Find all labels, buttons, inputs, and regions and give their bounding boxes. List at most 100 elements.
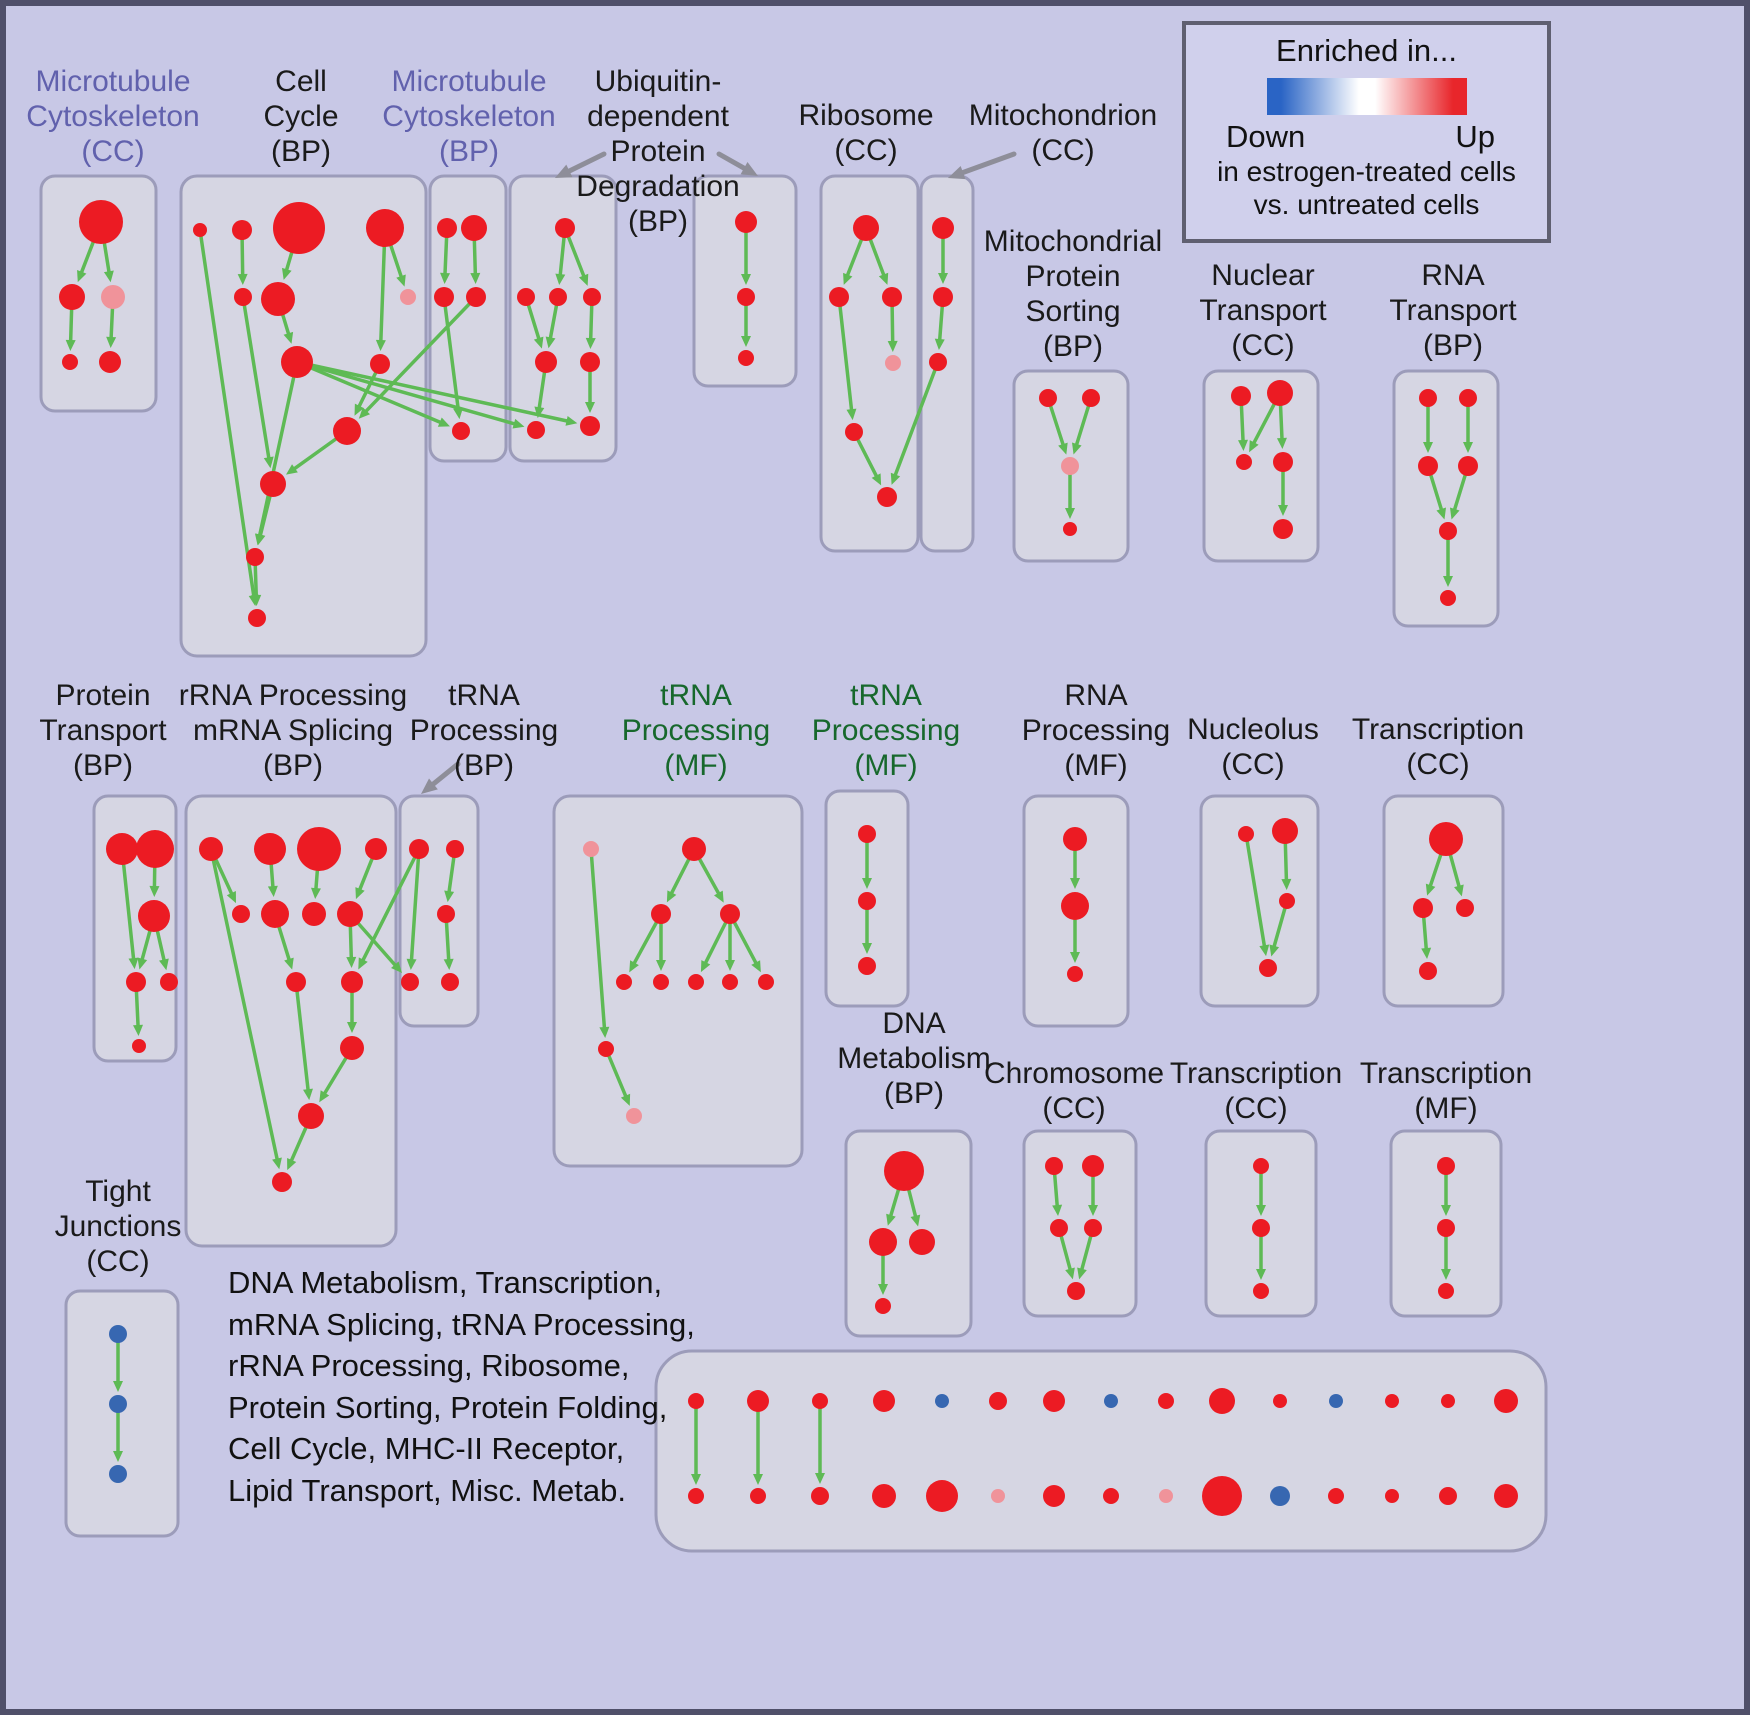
edge-arrow-head bbox=[358, 407, 371, 419]
cluster-label: tRNA Processing (MF) bbox=[811, 679, 961, 782]
go-term-node bbox=[341, 971, 363, 993]
go-term-node bbox=[811, 1487, 829, 1505]
edge-arrow-head bbox=[1259, 944, 1270, 957]
edge-arrow-line bbox=[361, 847, 421, 962]
edge-arrow-head bbox=[1256, 1269, 1266, 1280]
edge-arrow-head bbox=[281, 267, 292, 280]
go-term-node bbox=[1063, 522, 1077, 536]
cluster-box bbox=[844, 1129, 973, 1338]
edge-arrow-head bbox=[391, 961, 403, 974]
go-term-node bbox=[1419, 962, 1437, 980]
go-term-node bbox=[1158, 1393, 1174, 1409]
edge-arrow-head bbox=[1088, 1205, 1098, 1216]
annotation-arrow-head bbox=[740, 162, 758, 176]
go-term-node bbox=[1494, 1389, 1518, 1413]
go-term-node bbox=[273, 202, 325, 254]
go-term-node bbox=[1458, 456, 1478, 476]
go-term-node bbox=[1385, 1489, 1399, 1503]
go-term-node bbox=[1082, 1155, 1104, 1177]
edge-arrow-head bbox=[753, 1474, 763, 1485]
go-term-node bbox=[246, 548, 264, 566]
go-term-node bbox=[688, 1488, 704, 1504]
cluster-label: RNA Processing (MF) bbox=[1021, 679, 1171, 782]
edge-arrow-line bbox=[294, 980, 310, 1091]
edge-arrow-head bbox=[347, 1022, 357, 1033]
go-term-node bbox=[434, 287, 454, 307]
edge-arrow-head bbox=[1454, 884, 1464, 897]
go-term-node bbox=[1084, 1219, 1102, 1237]
edge-arrow-head bbox=[103, 270, 114, 283]
edge-arrow-head bbox=[620, 1093, 631, 1106]
legend-up-label: Up bbox=[1455, 119, 1495, 154]
cluster-box bbox=[428, 174, 508, 463]
edge-arrow-head bbox=[878, 272, 889, 285]
edge-arrow-head bbox=[319, 1090, 330, 1103]
edge-arrow-head bbox=[545, 336, 556, 349]
cluster-box bbox=[1022, 1129, 1138, 1318]
go-term-node bbox=[1273, 452, 1293, 472]
go-term-node bbox=[1236, 454, 1252, 470]
cluster-box bbox=[1392, 369, 1500, 628]
edge-arrow-head bbox=[346, 956, 357, 969]
edge-arrow-head bbox=[815, 1473, 825, 1484]
edge-arrow-head bbox=[1077, 1267, 1087, 1280]
legend: Enriched in... Down Up in estrogen-treat… bbox=[1182, 21, 1551, 243]
edge-arrow-line bbox=[837, 295, 854, 411]
go-term-node bbox=[989, 1392, 1007, 1410]
annotation-arrow-head bbox=[555, 164, 573, 178]
go-term-node bbox=[1267, 380, 1293, 406]
go-term-node bbox=[337, 901, 363, 927]
edge-arrow-head bbox=[358, 957, 368, 970]
edge-arrow-head bbox=[77, 270, 87, 283]
go-term-node bbox=[232, 905, 250, 923]
go-term-node bbox=[1202, 1476, 1242, 1516]
edge-arrow-head bbox=[887, 340, 898, 353]
go-term-node bbox=[1329, 1394, 1343, 1408]
go-term-node bbox=[297, 827, 341, 871]
cluster-label: tRNA Processing (MF) bbox=[621, 679, 771, 782]
edge-arrow-head bbox=[512, 418, 525, 429]
edge-arrow-head bbox=[453, 407, 464, 420]
edge-arrow-head bbox=[1281, 878, 1292, 891]
cluster-label: Nuclear Transport (CC) bbox=[1199, 259, 1327, 362]
cluster-label: Ribosome (CC) bbox=[798, 99, 934, 167]
cluster-label: Protein Transport (BP) bbox=[39, 679, 167, 782]
go-term-node bbox=[1437, 1219, 1455, 1237]
cluster-box bbox=[919, 174, 975, 553]
go-term-node bbox=[882, 287, 902, 307]
go-term-node bbox=[1459, 389, 1477, 407]
cluster-box bbox=[819, 174, 920, 553]
go-term-node bbox=[126, 972, 146, 992]
edge-arrow-head bbox=[656, 960, 666, 971]
go-term-node bbox=[1270, 1486, 1290, 1506]
go-term-node bbox=[340, 1036, 364, 1060]
edge-arrow-head bbox=[375, 339, 386, 352]
edge-arrow-line bbox=[241, 295, 271, 460]
go-term-node bbox=[1429, 822, 1463, 856]
go-term-node bbox=[109, 1395, 127, 1413]
go-term-node bbox=[829, 287, 849, 307]
edge-arrow-head bbox=[1423, 442, 1433, 453]
cluster-box bbox=[1382, 794, 1505, 1008]
edge-arrow-head bbox=[862, 943, 872, 954]
go-term-node bbox=[1067, 1282, 1085, 1300]
go-term-node bbox=[991, 1489, 1005, 1503]
go-term-node bbox=[747, 1390, 769, 1412]
go-term-node bbox=[1253, 1158, 1269, 1174]
annotation-arrow-line bbox=[566, 151, 607, 174]
cluster-label: tRNA Processing (BP) bbox=[409, 679, 559, 782]
go-term-node bbox=[466, 287, 486, 307]
go-term-node bbox=[877, 487, 897, 507]
cluster-box bbox=[1199, 794, 1320, 1008]
go-term-node bbox=[869, 1228, 897, 1256]
go-term-node bbox=[1440, 590, 1456, 606]
go-term-node bbox=[1103, 1488, 1119, 1504]
edge-arrow-head bbox=[938, 273, 948, 284]
edge-arrow-head bbox=[106, 336, 117, 349]
go-term-node bbox=[254, 833, 286, 865]
edge-arrow-head bbox=[255, 533, 266, 546]
edge-arrow-head bbox=[1256, 1205, 1266, 1216]
go-term-node bbox=[1045, 1157, 1063, 1175]
edge-arrow-head bbox=[599, 1026, 610, 1039]
go-term-node bbox=[872, 1484, 896, 1508]
